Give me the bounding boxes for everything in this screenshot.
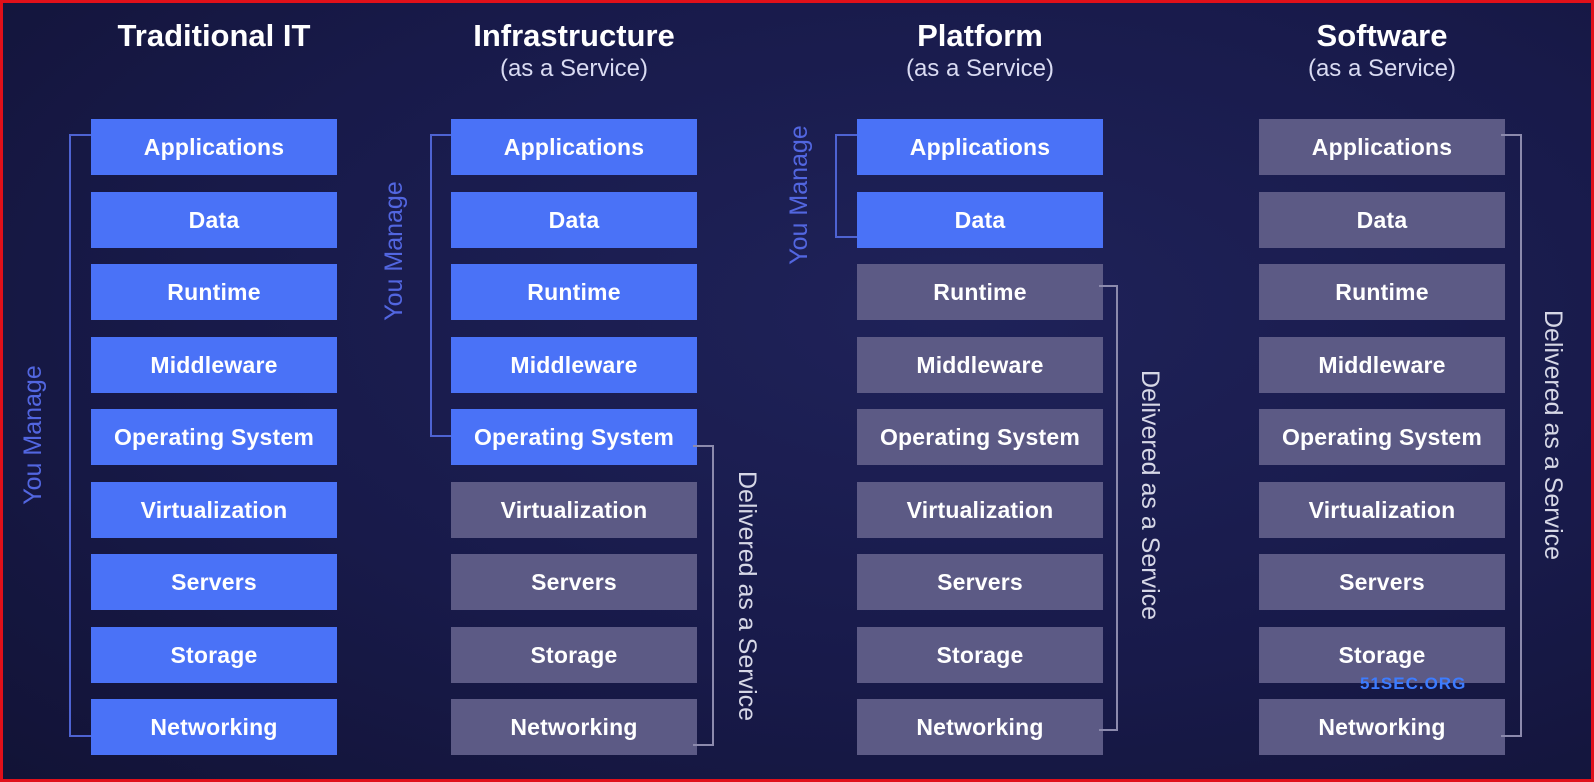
layer-networking: Networking [451, 699, 697, 755]
layer-servers: Servers [451, 554, 697, 610]
layer-virtualization: Virtualization [857, 482, 1103, 538]
layer-runtime: Runtime [1259, 264, 1505, 320]
delivered-label: Delivered as a Service [1136, 369, 1164, 621]
layer-runtime: Runtime [451, 264, 697, 320]
layer-operating-system: Operating System [857, 409, 1103, 465]
layer-storage: Storage [451, 627, 697, 683]
delivered-bracket [1501, 134, 1522, 737]
column-iaas: Infrastructure (as a Service) Applicatio… [451, 3, 697, 779]
layer-networking: Networking [1259, 699, 1505, 755]
delivered-label: Delivered as a Service [733, 470, 761, 722]
column-title: Traditional IT [117, 18, 311, 53]
layer-data: Data [451, 192, 697, 248]
layer-data: Data [1259, 192, 1505, 248]
layer-servers: Servers [91, 554, 337, 610]
column-paas: Platform (as a Service) Applications Dat… [857, 3, 1103, 779]
layer-runtime: Runtime [91, 264, 337, 320]
layer-data: Data [857, 192, 1103, 248]
you-manage-label: You Manage [19, 365, 47, 505]
column-traditional-it: Traditional IT Applications Data Runtime… [91, 3, 337, 779]
layer-servers: Servers [1259, 554, 1505, 610]
layer-storage: Storage [857, 627, 1103, 683]
layer-virtualization: Virtualization [1259, 482, 1505, 538]
layer-applications: Applications [451, 119, 697, 175]
layer-middleware: Middleware [451, 337, 697, 393]
column-title: Platform [917, 18, 1043, 53]
column-title: Software [1316, 18, 1448, 53]
layer-applications: Applications [1259, 119, 1505, 175]
you-manage-bracket [430, 134, 451, 437]
column-subtitle: (as a Service) [1307, 55, 1457, 82]
layer-middleware: Middleware [857, 337, 1103, 393]
layer-networking: Networking [91, 699, 337, 755]
you-manage-label: You Manage [380, 181, 408, 321]
layer-virtualization: Virtualization [91, 482, 337, 538]
layer-middleware: Middleware [1259, 337, 1505, 393]
layer-operating-system: Operating System [451, 409, 697, 465]
delivered-bracket [1099, 285, 1118, 731]
column-title: Infrastructure [473, 18, 675, 53]
layer-operating-system: Operating System [1259, 409, 1505, 465]
layer-operating-system: Operating System [91, 409, 337, 465]
delivered-bracket [693, 445, 714, 746]
layer-servers: Servers [857, 554, 1103, 610]
delivered-label: Delivered as a Service [1539, 309, 1567, 561]
layer-storage: Storage [91, 627, 337, 683]
layer-applications: Applications [91, 119, 337, 175]
column-saas: Software (as a Service) Applications Dat… [1259, 3, 1505, 779]
layer-middleware: Middleware [91, 337, 337, 393]
layer-runtime: Runtime [857, 264, 1103, 320]
you-manage-bracket [69, 134, 91, 737]
column-subtitle: (as a Service) [499, 55, 649, 82]
layer-applications: Applications [857, 119, 1103, 175]
you-manage-bracket [835, 134, 857, 238]
you-manage-label: You Manage [785, 125, 813, 265]
watermark: 51SEC.ORG [1360, 674, 1467, 693]
layer-storage: Storage [1259, 627, 1505, 683]
layer-networking: Networking [857, 699, 1103, 755]
layer-data: Data [91, 192, 337, 248]
column-subtitle: (as a Service) [905, 55, 1055, 82]
layer-virtualization: Virtualization [451, 482, 697, 538]
